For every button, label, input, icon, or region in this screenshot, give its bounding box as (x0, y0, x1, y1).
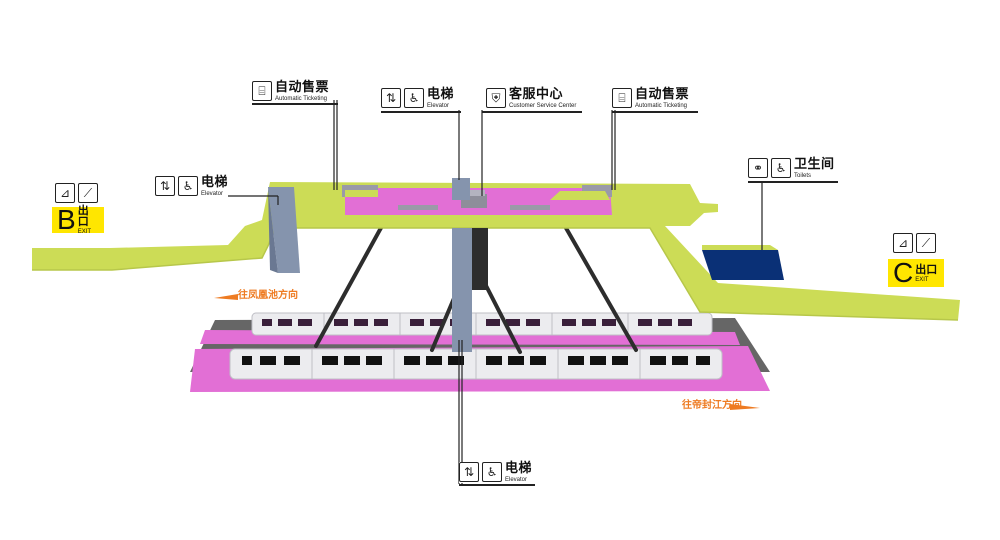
service-center-zh: 客服中心 (509, 87, 564, 102)
exit-c-icons: ⊿ ⟋ (893, 233, 936, 253)
ticketing-left-zh: 自动售票 (275, 80, 330, 95)
underline (381, 111, 461, 113)
concourse-deck (32, 182, 960, 320)
elevator-shaft-left-side (268, 187, 278, 273)
underline (748, 181, 838, 183)
train-near (229, 348, 723, 380)
wheelchair-icon: ♿ (482, 462, 502, 482)
underline (612, 111, 698, 113)
toilets-zh: 卫生间 (794, 157, 835, 172)
exit-b-en: EXIT (77, 229, 92, 235)
exit-c-en: EXIT (915, 276, 929, 283)
stairs-icon: ⊿ (893, 233, 913, 253)
underline (482, 111, 582, 113)
elevator-shaft-left (268, 187, 300, 273)
elevator-icon: ⇅ (381, 88, 401, 108)
elevator-top-en: Elevator (427, 103, 450, 109)
wheelchair-icon: ♿ (178, 176, 198, 196)
direction-arrow-right (730, 404, 760, 410)
toilet-icon: ⚭ (748, 158, 768, 178)
elevator-top-zh: 电梯 (427, 87, 455, 102)
elevator-icon: ⇅ (155, 176, 175, 196)
exit-c-zh: 出口 (915, 262, 938, 276)
underline (459, 484, 535, 486)
exit-b-zh: 出口 (77, 204, 89, 228)
toilet-block (702, 250, 784, 280)
exit-c-letter: C (893, 257, 914, 288)
direction-arrow-left (214, 294, 238, 300)
stairs-icon: ⊿ (55, 183, 75, 203)
escalator-icon: ⟋ (78, 183, 98, 203)
elevator-shaft-center (452, 178, 470, 200)
leader-lines (228, 100, 763, 484)
underline (252, 103, 338, 105)
ticketing-right-zh: 自动售票 (635, 87, 690, 102)
ticket-machine-icon: ⌸ (252, 81, 272, 101)
escalator-icon: ⟋ (916, 233, 936, 253)
train-far (251, 312, 713, 336)
wheelchair-icon: ♿ (404, 88, 424, 108)
elevator-left-en: Elevator (201, 191, 224, 197)
exit-b-icons: ⊿ ⟋ (55, 183, 98, 203)
elevator-bottom-en: Elevator (505, 477, 528, 483)
direction-right-label: 往帝封江方向 (682, 400, 742, 411)
toilet-block-top (702, 245, 778, 250)
exit-b-letter: B (57, 204, 76, 235)
elevator-icon: ⇅ (459, 462, 479, 482)
elevator-shaft-lower (452, 228, 472, 352)
service-desk-icon: ⛨ (486, 88, 506, 108)
service-center-en: Customer Service Center (509, 103, 577, 109)
gate-accents (345, 190, 610, 200)
elevator-left-zh: 电梯 (201, 175, 229, 190)
wheelchair-icon: ♿ (771, 158, 791, 178)
toilets-en: Toilets (794, 173, 812, 179)
elevator-shaft-lower-dark (472, 228, 488, 290)
ticketing-left-en: Automatic Ticketing (275, 96, 328, 102)
elevator-bottom-zh: 电梯 (505, 461, 533, 476)
ticket-machine-icon: ⌸ (612, 88, 632, 108)
ticketing-right-en: Automatic Ticketing (635, 103, 688, 109)
direction-left-label: 往凤凰池方向 (238, 290, 298, 301)
service-booth-top (465, 190, 485, 196)
